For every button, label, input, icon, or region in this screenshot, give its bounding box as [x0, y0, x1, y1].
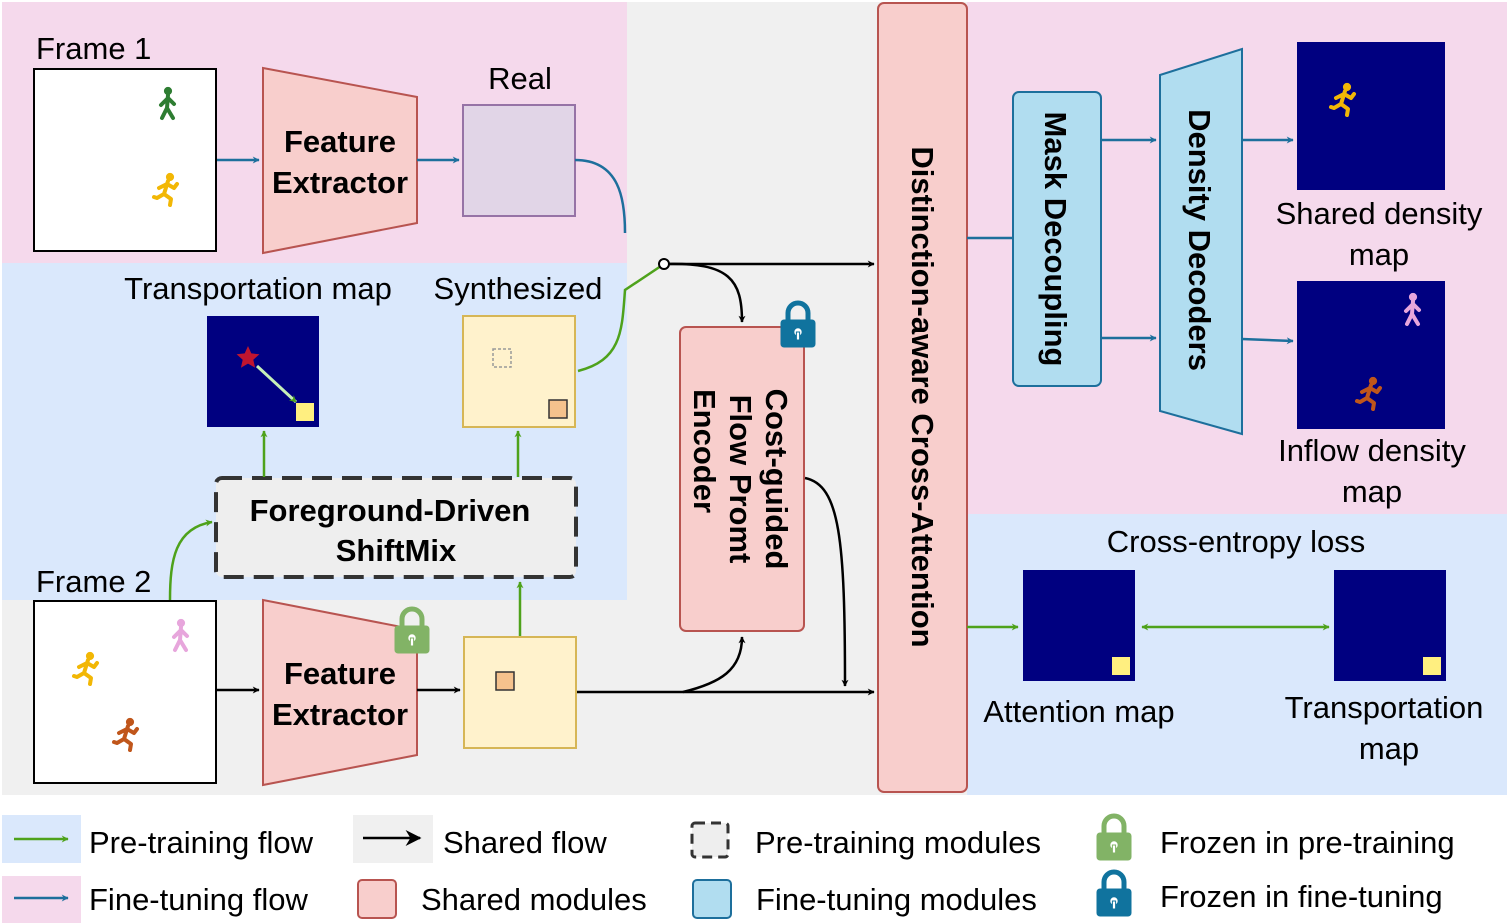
legend-pretraining-flow: Pre-training flow	[89, 825, 314, 860]
frame2-feature-map	[463, 636, 577, 749]
synthesized-label: Synthesized	[434, 271, 603, 306]
legend-finetuning-modules: Fine-tuning modules	[756, 882, 1037, 917]
foreground-driven-shiftmix	[214, 476, 578, 579]
legend-finetuning-flow: Fine-tuning flow	[89, 882, 308, 917]
transportation-map-out-highlight	[1423, 657, 1441, 675]
legend-shared-modules-swatch	[357, 879, 397, 919]
density-decoders-label: Density Decoders	[1182, 109, 1217, 371]
attention-map-label: Attention map	[983, 694, 1174, 729]
feature-extractor-bottom-line2: Extractor	[272, 697, 408, 732]
transportation-map-label: Transportation map	[124, 271, 392, 306]
shiftmix-line2: ShiftMix	[336, 533, 457, 568]
cost-guided-flow-prompt-encoder	[679, 326, 805, 632]
shared-density-map-image	[1297, 42, 1445, 190]
density-decoders	[1159, 47, 1243, 436]
inflow-density-map-line2: map	[1342, 474, 1402, 509]
yellow-square-icon	[296, 403, 314, 421]
red-star-icon	[236, 346, 260, 368]
legend-finetuning-modules-swatch	[692, 879, 732, 919]
feature-extractor-top-line2: Extractor	[272, 165, 408, 200]
frame1-title: Frame 1	[36, 31, 151, 66]
feature-extractor-bottom-line1: Feature	[284, 656, 396, 691]
transport-arrow	[255, 364, 298, 404]
shared-density-map-line2: map	[1349, 237, 1409, 272]
attention-map-highlight	[1112, 657, 1130, 675]
distinction-aware-cross-attention	[877, 2, 968, 793]
synthesized-source-patch	[492, 348, 512, 368]
flow-encoder-line2: Flow Promt	[723, 395, 758, 564]
legend-blue-lock-icon	[1097, 872, 1131, 916]
transportation-map-out-line1: Transportation	[1285, 690, 1484, 725]
flow-encoder-line3: Encoder	[687, 389, 722, 513]
shiftmix-line1: Foreground-Driven	[250, 493, 531, 528]
cross-entropy-loss-label: Cross-entropy loss	[1107, 524, 1365, 559]
cross-attention-label: Distinction-aware Cross-Attention	[905, 146, 940, 647]
synthesized-target-patch	[548, 399, 568, 419]
legend-shared-flow: Shared flow	[443, 825, 607, 860]
feature-extractor-bottom	[262, 598, 418, 787]
legend-pretraining-modules: Pre-training modules	[755, 825, 1041, 860]
pre-training-connectors	[168, 262, 1330, 636]
legend-pretraining-modules-swatch	[690, 821, 730, 859]
flow-encoder-line1: Cost-guided	[759, 389, 794, 570]
mask-decoupling-label: Mask Decoupling	[1038, 112, 1073, 367]
legend-finetuning-flow-swatch	[2, 876, 81, 923]
legend: Pre-training flow Fine-tuning flow Share…	[2, 815, 1455, 923]
frame2-image	[33, 600, 217, 784]
feature-extractor-top-line1: Feature	[284, 124, 396, 159]
shared-density-map-line1: Shared density	[1276, 196, 1483, 231]
fine-tuning-connectors	[217, 136, 1294, 345]
legend-green-lock-icon	[1097, 816, 1131, 860]
frame2-feature-patch	[495, 671, 515, 691]
transportation-map-out-line2: map	[1359, 731, 1419, 766]
frame1-image	[33, 68, 217, 252]
junction-dot	[658, 258, 670, 270]
inflow-density-map-line1: Inflow density	[1278, 433, 1466, 468]
real-feature-map	[462, 104, 576, 217]
frame2-title: Frame 2	[36, 564, 151, 599]
shared-connectors	[217, 260, 875, 696]
legend-shared-modules: Shared modules	[421, 882, 647, 917]
legend-frozen-finetuning: Frozen in fine-tuning	[1160, 879, 1443, 914]
legend-frozen-pretraining: Frozen in pre-training	[1160, 825, 1455, 860]
real-label: Real	[488, 61, 552, 96]
inflow-density-map-image	[1297, 281, 1445, 429]
feature-extractor-top	[262, 66, 418, 255]
